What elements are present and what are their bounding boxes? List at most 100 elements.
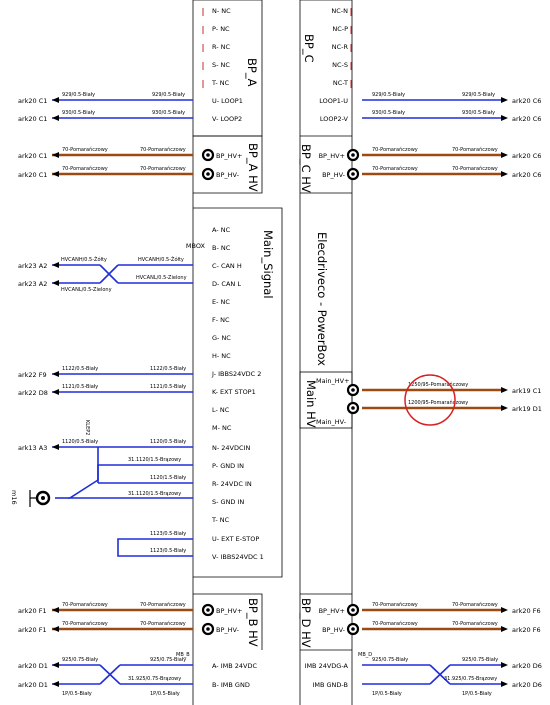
- pin-label: NC-T: [333, 79, 348, 87]
- wire-label: 1P/0.5-Biały: [372, 691, 402, 697]
- wire-label: HVCANL/0.5-Zielony: [136, 275, 187, 281]
- pin-label: A- IMB 24VDC: [212, 662, 257, 670]
- ref-right: ark20 D6: [512, 681, 542, 689]
- jk-wires: [52, 373, 193, 393]
- pin-label: C- CAN H: [212, 262, 242, 270]
- pin-label: IMB GND-B: [312, 681, 348, 689]
- ref-right: ark20 C6: [512, 171, 541, 179]
- wire-label: 925/0.75-Biały: [62, 657, 98, 663]
- wire-label: 929/0.5-Biały: [152, 92, 185, 98]
- wire-label: 70-Pomarańczowy: [372, 146, 418, 153]
- wire-label: 930/0.5-Biały: [462, 110, 495, 116]
- pin-label: H- NC: [212, 352, 231, 360]
- mb-d-label: MB_D: [358, 652, 372, 658]
- bp-a-title: BP_A: [245, 58, 259, 87]
- mbox-label: MBOX: [186, 242, 206, 250]
- ref-right: ark20 C6: [512, 152, 541, 160]
- wire-label: 1120/1.5-Biały: [150, 475, 186, 481]
- pin-label: T- NC: [211, 79, 230, 87]
- pin-label: Main_HV+: [316, 377, 350, 385]
- ref-right: ark20 D6: [512, 662, 542, 670]
- pin-label: IMB 24VDG-A: [305, 662, 349, 670]
- pin-label: NC-R: [332, 43, 349, 51]
- wire-label: 925/0.75-Biały: [462, 657, 498, 663]
- arrowheads-hv: [52, 152, 508, 177]
- wire-label: 1120/0.5-Biały: [150, 439, 186, 445]
- pin-label: U- LOOP1: [212, 97, 243, 105]
- frames: [192, 0, 353, 705]
- wire-label: 70-Pomarańczowy: [62, 146, 108, 153]
- pin-label: LOOP2-V: [320, 115, 349, 123]
- imb-wires: [52, 664, 505, 685]
- wire-label: 70-Pomarańczowy: [140, 620, 186, 627]
- hv-a-wires: [52, 153, 505, 176]
- ref-right: ark20 C6: [512, 97, 541, 105]
- wire-label: 31.1120/1.5-Brązowy: [128, 491, 181, 497]
- wire-label: 1200/95-Pomarańczowy: [408, 399, 468, 406]
- bp-a-hv-title: BP_A HV: [246, 143, 260, 192]
- pin-label: J- IBBS24VDC 2: [211, 370, 261, 378]
- ref-left: ark13 A3: [18, 444, 47, 452]
- can-wires: [52, 264, 193, 284]
- wire-label: 70-Pomarańczowy: [372, 620, 418, 627]
- pin-label: P- GND IN: [212, 462, 244, 470]
- wire-label: 1123/0.5-Biały: [150, 531, 186, 537]
- pin-label: V- LOOP2: [212, 115, 242, 123]
- wire-label: 1P/0.5-Biały: [150, 691, 180, 697]
- pin-label: D- CAN L: [212, 280, 241, 288]
- pin-ticks: [202, 8, 352, 88]
- wire-label: 70-Pomarańczowy: [372, 165, 418, 172]
- pin-label: E- NC: [212, 298, 230, 306]
- ref-left: ark20 F1: [18, 607, 47, 615]
- pin-label: B- NC: [212, 244, 231, 252]
- wire-label: 31.1120/1.5-Brązowy: [128, 457, 181, 463]
- pin-label: V- IBBS24VDC 1: [212, 553, 264, 561]
- wire-label: 929/0.5-Biały: [462, 92, 495, 98]
- pin-label: Main_HV-: [316, 418, 347, 426]
- hv-b-wires: [52, 608, 505, 631]
- pin-label: R- 24VDC IN: [212, 480, 252, 488]
- estop-wires: [117, 538, 193, 557]
- wire-label: 1P/0.5-Biały: [62, 691, 92, 697]
- wire-label: HVCANL/0.5-Zielony: [61, 287, 112, 293]
- arrowheads: [52, 97, 508, 121]
- wire-label: 1122/0.5-Biały: [62, 366, 98, 372]
- pin-label: BP_HV+: [319, 152, 345, 160]
- wire-label: 1123/0.5-Biały: [150, 548, 186, 554]
- powerbox-title: Elecdriveco - PowerBox: [315, 232, 329, 366]
- ref-left: ark22 D8: [18, 389, 48, 397]
- wire-label: 1P/0.5-Biały: [462, 691, 492, 697]
- mb-b-label: MB_B: [176, 652, 190, 658]
- wire-label: HVCANH/0.5-Żółty: [138, 256, 184, 263]
- loop-wires: [52, 99, 505, 119]
- main-hv-wires: [362, 388, 505, 410]
- pin-label: NC-P: [332, 25, 348, 33]
- wire-label: 31.925/0.75-Brązowy: [444, 676, 497, 682]
- wire-label: 70-Pomarańczowy: [62, 165, 108, 172]
- pin-label: K- EXT STOP1: [212, 388, 256, 396]
- pin-label: T- NC: [211, 516, 230, 524]
- ground-symbol: [29, 490, 51, 507]
- wire-label: 1122/0.5-Biały: [150, 366, 186, 372]
- wire-label: 925/0.75-Biały: [372, 657, 408, 663]
- pin-label: N- NC: [212, 7, 231, 15]
- pin-label: L- NC: [212, 406, 230, 414]
- wire-label: 70-Pomarańczowy: [452, 165, 498, 172]
- ref-left: ark20 C1: [18, 152, 47, 160]
- ref-left: ark23 A2: [18, 280, 47, 288]
- main-hv-title: Main HV: [304, 380, 318, 428]
- pin-label: P- NC: [212, 25, 230, 33]
- wire-label: 70-Pomarańczowy: [62, 601, 108, 608]
- wire-label: 70-Pomarańczowy: [452, 146, 498, 153]
- ref-right: ark19 D1: [512, 405, 542, 413]
- ref-left: ark20 C1: [18, 171, 47, 179]
- main-signal-pins: A- NC B- NC C- CAN H D- CAN L E- NC F- N…: [211, 226, 264, 561]
- wire-label: 70-Pomarańczowy: [452, 601, 498, 608]
- pin-label: B- IMB GND: [212, 681, 250, 689]
- pin-label: N- 24VDCIN: [212, 444, 250, 452]
- pin-label: BP_HV+: [319, 607, 345, 615]
- ref-left: ark23 A2: [18, 262, 47, 270]
- wire-label: 70-Pomarańczowy: [140, 146, 186, 153]
- ref-left: ark20 F1: [18, 626, 47, 634]
- pin-label: A- NC: [212, 226, 231, 234]
